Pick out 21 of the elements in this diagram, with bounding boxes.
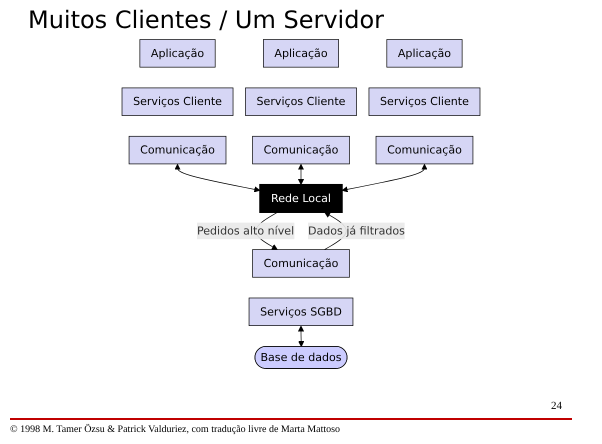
edge-label: Pedidos alto nível xyxy=(196,224,294,238)
node-box: Aplicação xyxy=(263,39,339,68)
node-box: Serviços SGBD xyxy=(248,298,354,326)
slide-title: Muitos Clientes / Um Servidor xyxy=(28,6,384,34)
node-box: Aplicação xyxy=(140,39,216,68)
arrow xyxy=(298,326,304,347)
node-box: Comunicação xyxy=(376,136,474,164)
node-box: Serviços Cliente xyxy=(368,88,480,116)
node-box: Serviços Cliente xyxy=(245,88,357,116)
page-number: 24 xyxy=(551,400,562,412)
node-box: Comunicação xyxy=(252,249,350,278)
arrow xyxy=(298,164,304,185)
node-box: Serviços Cliente xyxy=(122,88,234,116)
node-box: Comunicação xyxy=(252,136,350,164)
arrow xyxy=(342,164,428,192)
edge-label: Dados já filtrados xyxy=(308,224,405,238)
arrow xyxy=(174,164,260,192)
node-box: Comunicação xyxy=(128,136,226,164)
node-box: Rede Local xyxy=(259,184,343,213)
node-box: Aplicação xyxy=(386,39,462,68)
copyright-note: © 1998 M. Tamer Özsu & Patrick Valduriez, com tradução livre de Marta Mattoso xyxy=(10,424,340,435)
